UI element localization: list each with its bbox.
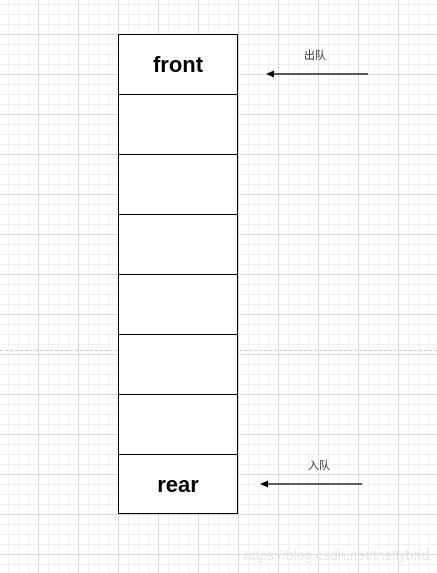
queue-cell	[119, 395, 237, 455]
queue-box: front rear	[118, 34, 238, 514]
queue-cell-rear: rear	[157, 472, 199, 497]
enqueue-arrow-icon	[260, 480, 362, 488]
enqueue-label: 入队	[308, 459, 330, 472]
queue-cell	[119, 155, 237, 215]
queue-cell	[119, 275, 237, 335]
dequeue-label: 出队	[304, 49, 326, 62]
queue-cell	[119, 335, 237, 395]
queue-cell	[119, 215, 237, 275]
queue-cell	[119, 95, 237, 155]
watermark-text: https://blog.csdn.net/thellybrid	[243, 547, 429, 563]
queue-cell-front: front	[119, 35, 237, 95]
dequeue-arrow-icon	[266, 70, 368, 78]
